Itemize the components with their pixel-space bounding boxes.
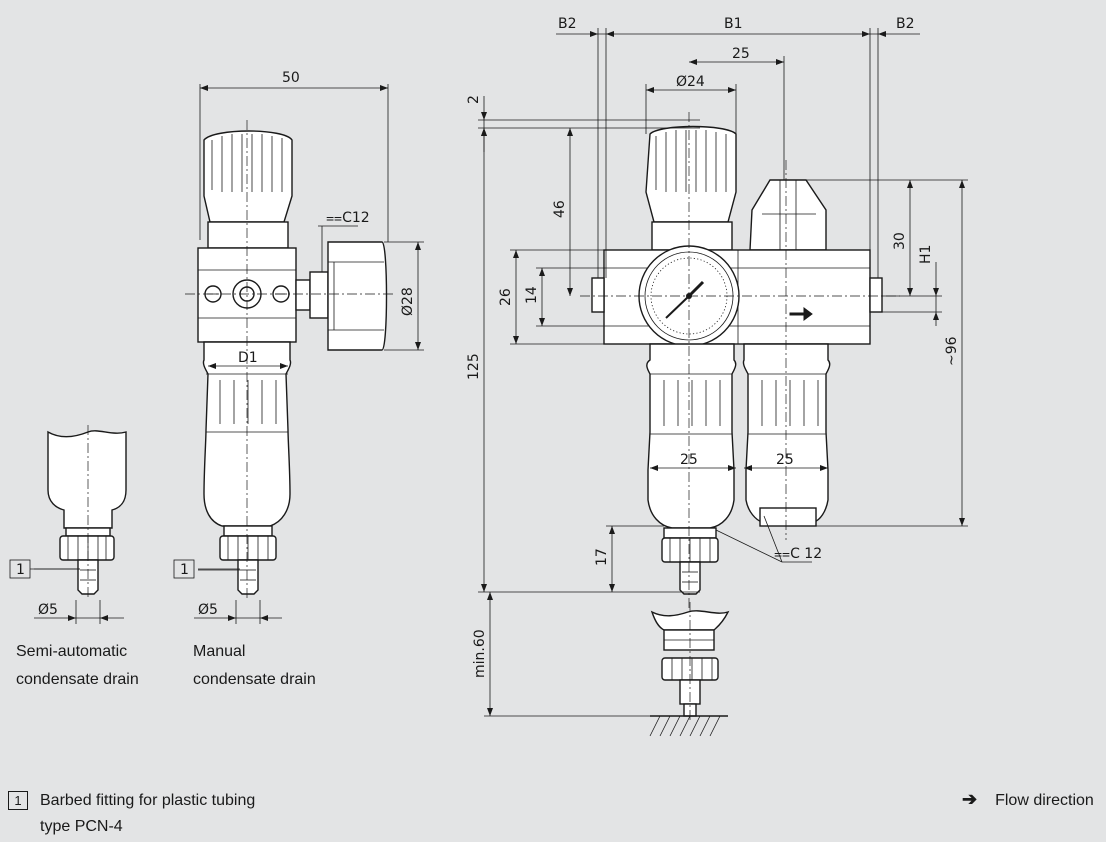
dim-dia-24: Ø24 xyxy=(676,74,705,90)
legend-barbed-fitting: 1 Barbed fitting for plastic tubing type … xyxy=(8,788,255,840)
dim-af12-side: ⩵C12 xyxy=(326,210,370,226)
dim-height-17: 17 xyxy=(594,548,610,566)
semi-automatic-caption-line1: Semi-automatic xyxy=(16,643,128,660)
callout-1-semi-auto: 1 xyxy=(16,562,25,578)
dim-dia-28: Ø28 xyxy=(400,287,416,316)
service-unit-front-view xyxy=(478,28,968,737)
manual-caption-line1: Manual xyxy=(193,643,246,660)
dim-height-96: ~96 xyxy=(944,336,960,366)
filter-regulator-side-view xyxy=(185,84,424,624)
dim-gap-2: 2 xyxy=(466,95,482,104)
legend-barbed-line1: Barbed fitting for plastic tubing xyxy=(40,792,256,809)
dim-b2-right: B2 xyxy=(896,16,915,32)
dim-h1: H1 xyxy=(918,245,934,264)
dim-height-14: 14 xyxy=(524,286,540,304)
manual-caption: Manual condensate drain xyxy=(193,638,316,694)
dim-b1: B1 xyxy=(724,16,743,32)
dim-width-25-filter-bowl: 25 xyxy=(680,452,698,468)
flow-arrow-icon: ➔ xyxy=(962,789,978,809)
dim-dia-5-manual: Ø5 xyxy=(198,602,218,618)
legend-flow-label: Flow direction xyxy=(995,792,1094,809)
dim-height-125: 125 xyxy=(466,353,482,380)
dim-b2-left: B2 xyxy=(558,16,577,32)
semi-automatic-caption-line2: condensate drain xyxy=(16,671,139,688)
dim-height-30: 30 xyxy=(892,232,908,250)
dim-min-60: min.60 xyxy=(472,629,488,678)
dim-height-26: 26 xyxy=(498,288,514,306)
dim-width-50: 50 xyxy=(282,70,300,86)
dim-width-25-lubricator-bowl: 25 xyxy=(776,452,794,468)
dim-height-46: 46 xyxy=(552,200,568,218)
dim-d1: D1 xyxy=(238,350,258,366)
dim-af12-bottom: ⩵C 12 xyxy=(774,546,822,562)
dim-width-25-top: 25 xyxy=(732,46,750,62)
callout-1-manual: 1 xyxy=(180,562,189,578)
dim-dia-5-semi-auto: Ø5 xyxy=(38,602,58,618)
semi-automatic-caption: Semi-automatic condensate drain xyxy=(16,638,139,694)
legend-barbed-line2: type PCN-4 xyxy=(40,818,123,835)
manual-caption-line2: condensate drain xyxy=(193,671,316,688)
legend-flow-direction: ➔ Flow direction xyxy=(962,788,1094,812)
semi-automatic-drain-view xyxy=(34,425,127,624)
legend-item-number: 1 xyxy=(8,791,28,811)
callout-box-1-manual xyxy=(173,559,195,579)
